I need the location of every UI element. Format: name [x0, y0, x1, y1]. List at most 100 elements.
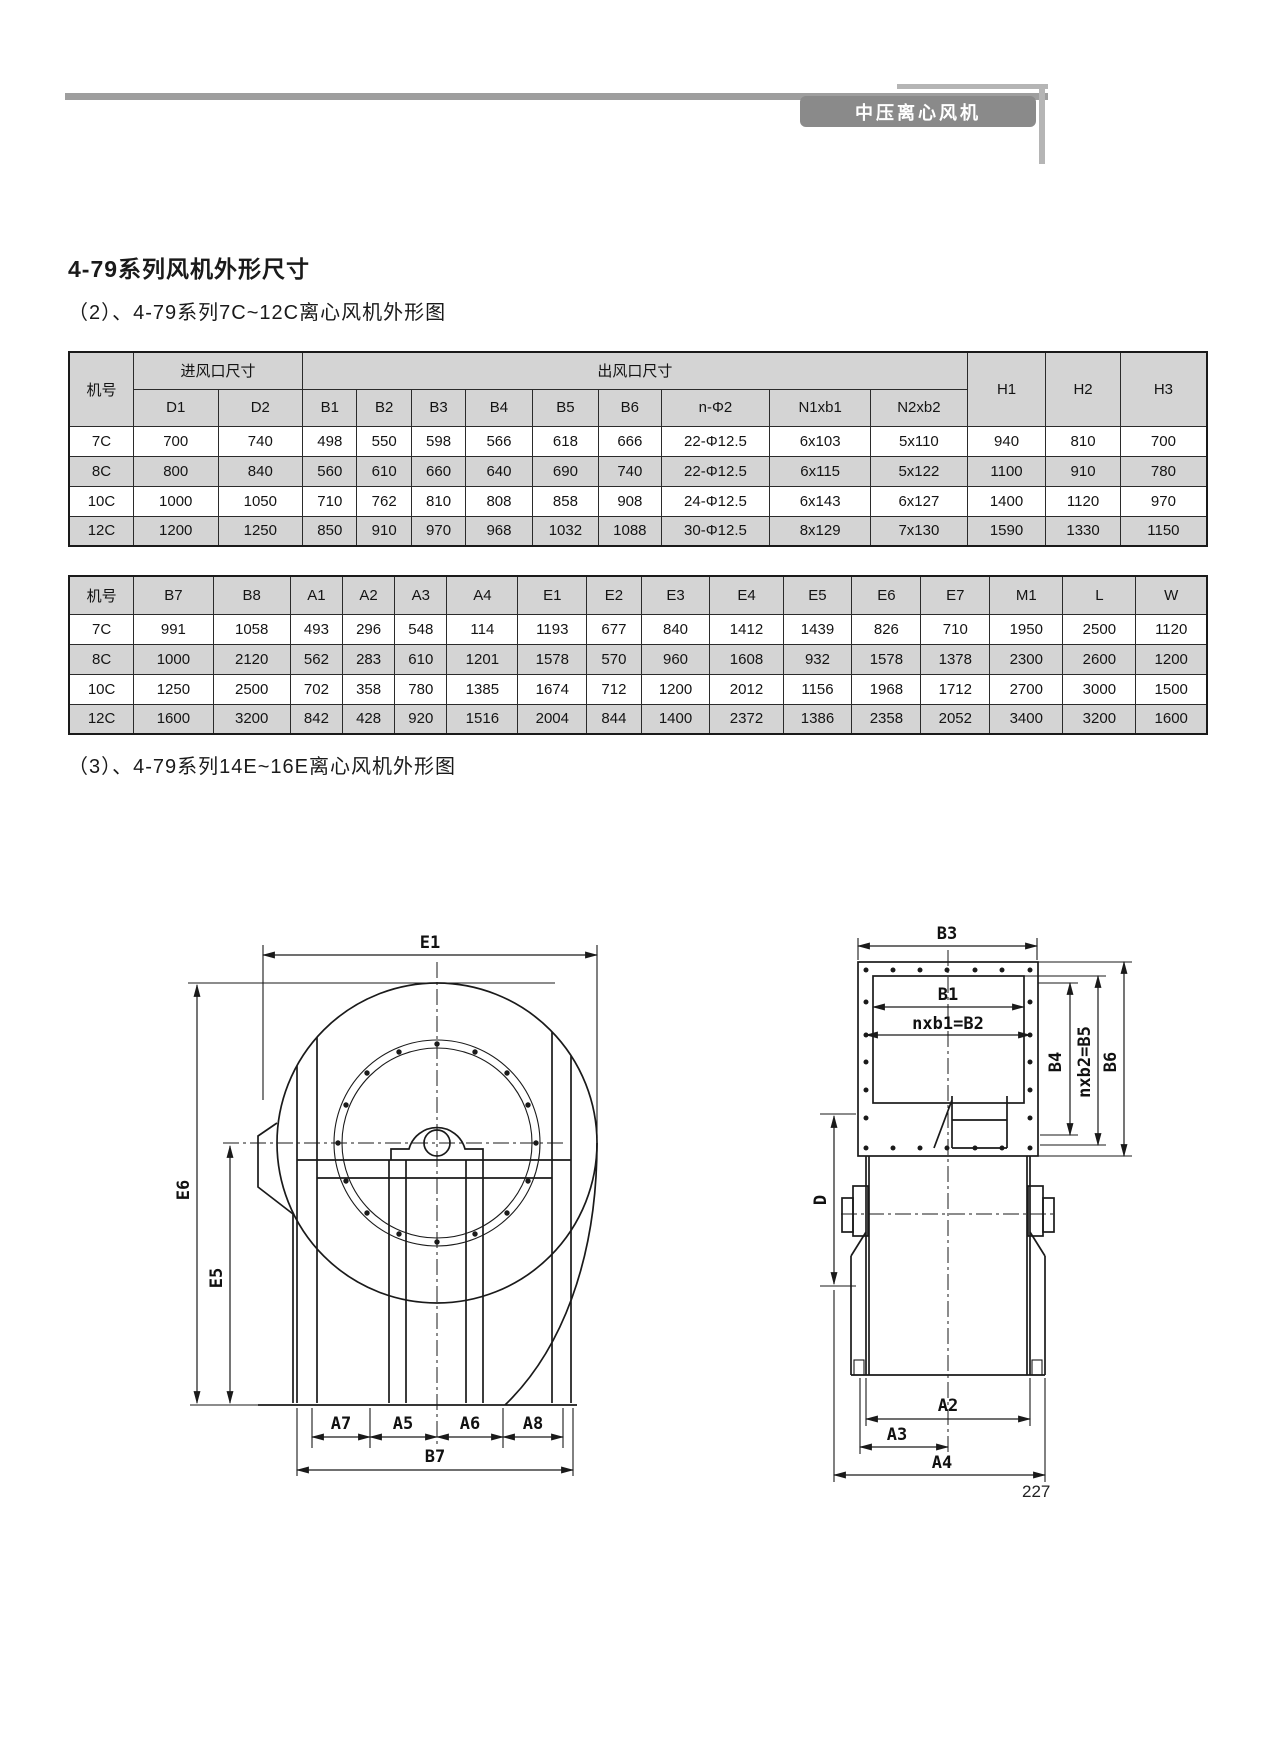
column-header: A1	[289, 575, 344, 615]
table-cell: 712	[586, 673, 642, 705]
table-cell: 8C	[68, 455, 134, 487]
table-cell: 8C	[68, 643, 135, 675]
table-cell: 2012	[709, 673, 784, 705]
table-cell: 1500	[1135, 673, 1208, 705]
table-cell: 910	[356, 515, 412, 547]
column-header: B2	[356, 388, 412, 427]
dim-label-b4: B4	[1046, 1052, 1066, 1072]
table-cell: 826	[851, 613, 922, 645]
table-cell: 1250	[133, 673, 214, 705]
table-cell: 3400	[989, 703, 1064, 735]
table-cell: 493	[289, 613, 344, 645]
table-cell: 3000	[1062, 673, 1137, 705]
table-cell: 840	[217, 455, 304, 487]
section3-title: （3）、4-79系列14E~16E离心风机外形图	[68, 756, 457, 778]
table-cell: 1400	[966, 485, 1047, 517]
table-cell: 920	[394, 703, 448, 735]
dim-label-e5: E5	[207, 1268, 227, 1288]
table-cell: 12C	[68, 515, 134, 547]
table-cell: 2600	[1062, 643, 1137, 675]
table-cell: 1400	[640, 703, 711, 735]
table-cell: 1950	[989, 613, 1064, 645]
table-cell: 1608	[709, 643, 784, 675]
table-cell: 12C	[68, 703, 135, 735]
table-cell: 1156	[782, 673, 853, 705]
table-cell: 22-Φ12.5	[660, 455, 771, 487]
column-header: A2	[341, 575, 396, 615]
dim-label-a2: A2	[938, 1396, 958, 1416]
table-cell: 1058	[212, 613, 291, 645]
table-cell: 7C	[68, 425, 134, 457]
table-cell: 991	[133, 613, 214, 645]
table-cell: 30-Φ12.5	[660, 515, 771, 547]
table-cell: 932	[782, 643, 853, 675]
column-header: E7	[920, 575, 991, 615]
col-header-h3: H3	[1119, 351, 1208, 427]
table-cell: 1386	[782, 703, 853, 735]
table-cell: 1439	[782, 613, 853, 645]
table-cell: 2700	[989, 673, 1064, 705]
table-cell: 7C	[68, 613, 135, 645]
table-cell: 1201	[446, 643, 519, 675]
table-cell: 780	[1119, 455, 1208, 487]
table-cell: 1000	[132, 485, 219, 517]
dim-label-b7: B7	[425, 1447, 445, 1467]
table-cell: 1600	[133, 703, 214, 735]
dim-label-d: D	[811, 1195, 831, 1205]
table-cell: 810	[410, 485, 467, 517]
table-cell: 2358	[851, 703, 922, 735]
table-cell: 560	[302, 455, 358, 487]
table-cell: 700	[132, 425, 219, 457]
table-cell: 2120	[212, 643, 291, 675]
support-frame	[190, 1032, 577, 1406]
table-cell: 1330	[1045, 515, 1121, 547]
table-cell: 610	[356, 455, 412, 487]
table-cell: 22-Φ12.5	[660, 425, 771, 457]
table-cell: 562	[289, 643, 344, 675]
table-cell: 970	[410, 515, 467, 547]
column-header: N2xb2	[870, 388, 968, 427]
page-number: 227	[1022, 1482, 1051, 1501]
table-cell: 1050	[217, 485, 304, 517]
column-header: A4	[446, 575, 519, 615]
column-header: 机号	[68, 575, 135, 615]
table-cell: 2500	[212, 673, 291, 705]
col-header-machine: 机号	[68, 351, 134, 427]
table-cell: 5x110	[870, 425, 968, 457]
column-header: n-Φ2	[660, 388, 771, 427]
table-cell: 780	[394, 673, 448, 705]
table-cell: 550	[356, 425, 412, 457]
table-cell: 566	[465, 425, 533, 457]
table-cell: 844	[586, 703, 642, 735]
column-header: E2	[586, 575, 642, 615]
header-frame-top	[897, 84, 1048, 89]
dimension-lines: B3 B1 nxb1=B2 B4 nxb2=B5 B6 D A2	[811, 925, 1132, 1482]
table-cell: 6x103	[769, 425, 871, 457]
section2-title: （2）、4-79系列7C~12C离心风机外形图	[68, 302, 447, 324]
dim-label-a7: A7	[331, 1414, 351, 1434]
column-header: N1xb1	[769, 388, 871, 427]
col-header-h2: H2	[1045, 351, 1121, 427]
table-cell: 1516	[446, 703, 519, 735]
page-title: 4-79系列风机外形尺寸	[68, 256, 311, 282]
table-cell: 7x130	[870, 515, 968, 547]
table-cell: 1600	[1135, 703, 1208, 735]
table-cell: 10C	[68, 673, 135, 705]
table-cell: 1712	[920, 673, 991, 705]
table-cell: 690	[531, 455, 600, 487]
table-cell: 296	[341, 613, 396, 645]
table-cell: 2500	[1062, 613, 1137, 645]
table-cell: 660	[410, 455, 467, 487]
table-cell: 1250	[217, 515, 304, 547]
table-cell: 570	[586, 643, 642, 675]
table-cell: 1150	[1119, 515, 1208, 547]
table-cell: 970	[1119, 485, 1208, 517]
table-cell: 6x127	[870, 485, 968, 517]
table-cell: 710	[920, 613, 991, 645]
